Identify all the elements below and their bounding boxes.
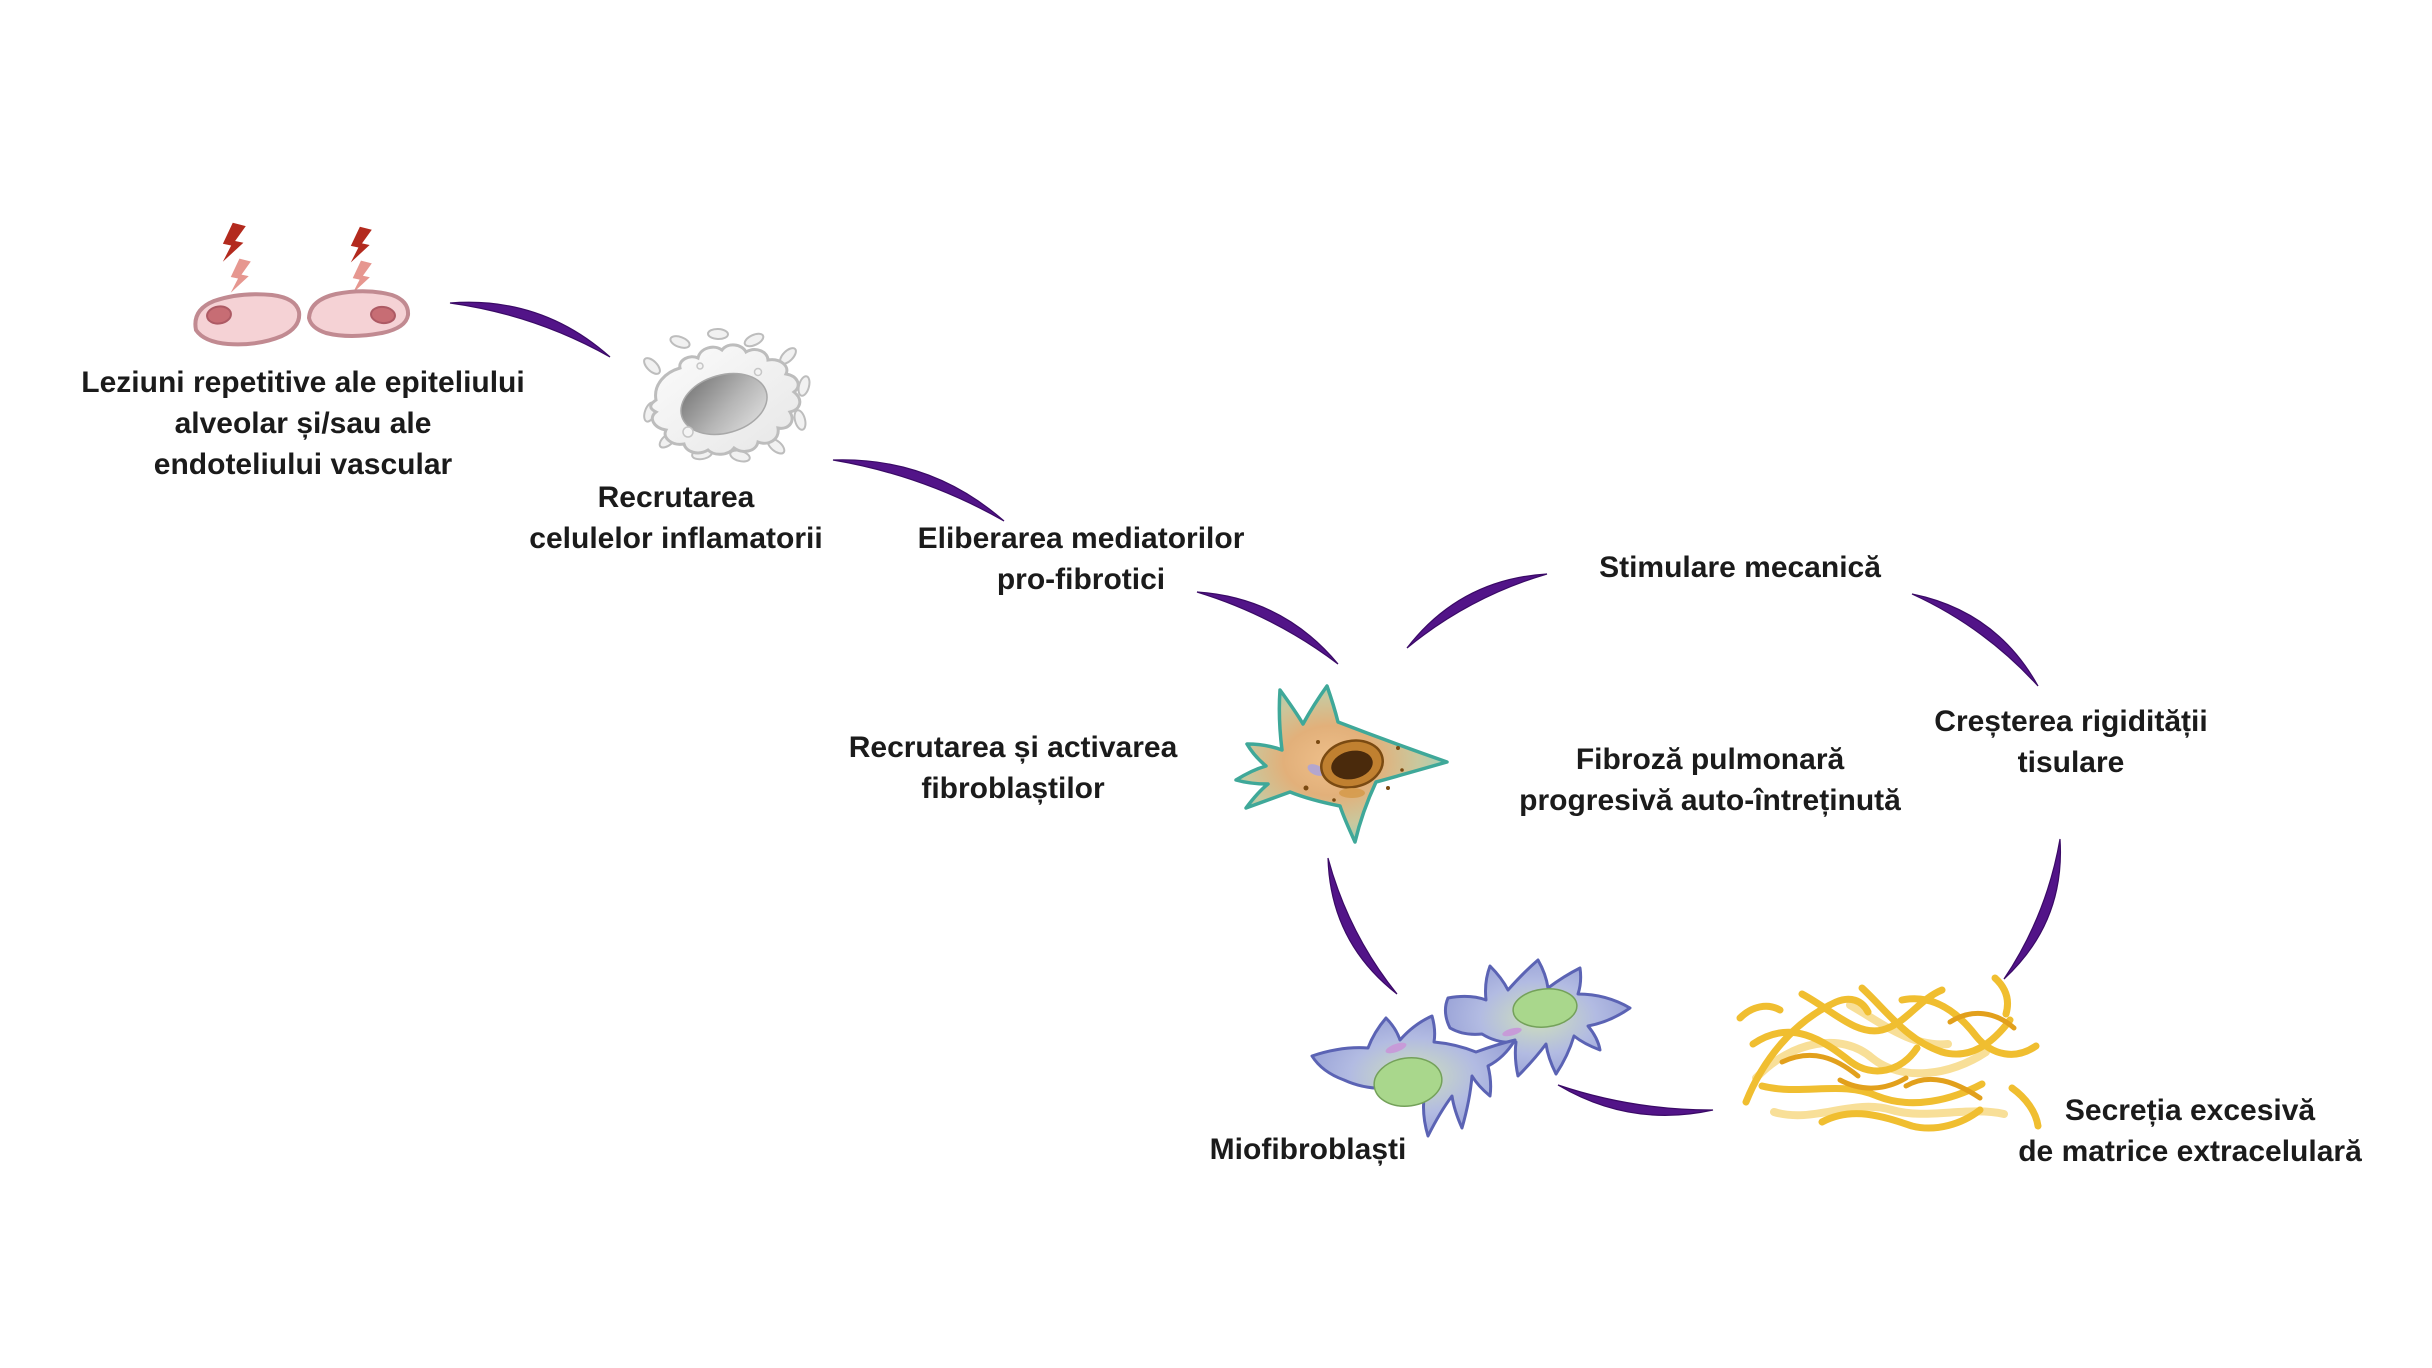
label-line: Creșterea rigidității xyxy=(1934,705,2208,738)
label-line: tisulare xyxy=(2017,746,2125,779)
label-inflammatory-recruitment: Recrutarea celulelor inflamatorii xyxy=(529,477,822,559)
ecm-fibers-illustration xyxy=(1736,974,2042,1132)
label-ecm-secretion: Secreția excesivă de matrice extracelula… xyxy=(2018,1090,2362,1172)
label-line: fibroblaștilor xyxy=(921,772,1105,805)
fibroblast-illustration xyxy=(1234,684,1449,844)
label-line: endoteliului vascular xyxy=(153,448,453,481)
label-tissue-rigidity: Creșterea rigidității tisulare xyxy=(1934,701,2207,783)
flow-arrow xyxy=(1557,1084,1714,1116)
label-line: Recrutarea xyxy=(597,481,755,514)
label-line: Leziuni repetitive ale epiteliului xyxy=(81,366,525,399)
flow-arrow xyxy=(1911,593,2039,687)
lightning-bolt-icon xyxy=(350,226,372,263)
myofibroblast-illustration xyxy=(1310,958,1632,1138)
flow-arrow xyxy=(2003,838,2062,980)
flow-arrow xyxy=(1406,573,1548,649)
label-mediator-release: Eliberarea mediatorilor pro-fibrotici xyxy=(918,518,1245,600)
label-line: Recrutarea și activarea xyxy=(848,731,1178,764)
label-fibroblast-activation: Recrutarea și activarea fibroblaștilor xyxy=(849,727,1178,809)
label-line: Miofibroblaști xyxy=(1209,1133,1407,1166)
lightning-bolt-icon xyxy=(230,258,251,293)
cycle-arrows xyxy=(449,301,2062,1116)
label-line: Secreția excesivă xyxy=(2064,1094,2316,1127)
flow-arrow xyxy=(449,301,611,358)
label-central-process: Fibroză pulmonară progresivă auto-întreț… xyxy=(1519,739,1901,821)
flow-arrow xyxy=(832,459,1005,522)
label-line: Eliberarea mediatorilor xyxy=(917,522,1245,555)
flow-arrow xyxy=(1327,857,1398,995)
epithelial-cells-illustration xyxy=(193,222,411,347)
label-line: progresivă auto-întreținută xyxy=(1519,784,1901,817)
label-line: pro-fibrotici xyxy=(996,563,1166,596)
label-line: Fibroză pulmonară xyxy=(1575,743,1845,776)
flow-arrow xyxy=(1196,591,1339,665)
label-line: celulelor inflamatorii xyxy=(529,522,823,555)
label-line: de matrice extracelulară xyxy=(2018,1135,2362,1168)
label-injury: Leziuni repetitive ale epiteliului alveo… xyxy=(81,362,524,485)
label-line: alveolar și/sau ale xyxy=(174,407,432,440)
label-myofibroblasts: Miofibroblaști xyxy=(1210,1129,1407,1170)
lightning-bolt-icon xyxy=(222,222,246,262)
label-line: Stimulare mecanică xyxy=(1599,551,1881,584)
inflammatory-cell-illustration xyxy=(643,327,811,463)
lightning-bolt-icon xyxy=(352,260,372,294)
label-mechanical-stimulation: Stimulare mecanică xyxy=(1599,547,1881,588)
